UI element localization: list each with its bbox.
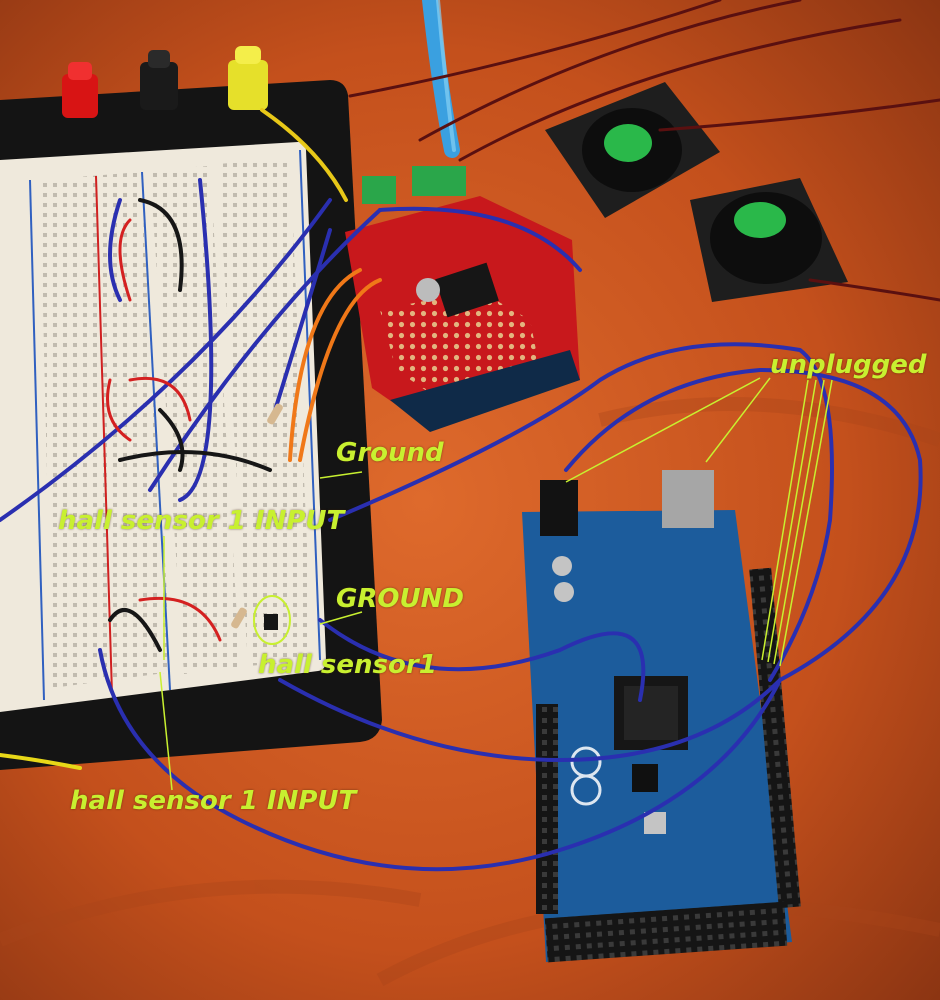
annotation-ground: Ground <box>336 438 444 468</box>
hall-sensor-component <box>253 595 291 645</box>
annotation-hall-sensor-input-bottom: hall sensor 1 INPUT <box>70 786 357 816</box>
breadboard <box>0 142 326 712</box>
jumper-wires <box>0 0 940 872</box>
annotation-pointer-lines <box>159 377 833 791</box>
binding-posts <box>62 46 268 118</box>
resistors <box>231 403 283 629</box>
annotation-hall-sensor: hall sensor1 <box>258 650 437 680</box>
annotation-ground-caps: GROUND <box>336 584 464 614</box>
annotation-unplugged: unplugged <box>770 350 927 380</box>
annotation-hall-sensor-input-top: hall sensor 1 INPUT <box>58 506 345 536</box>
arduino-mega-board <box>522 470 801 963</box>
cooling-fan-right <box>690 178 848 302</box>
motor-driver-shield <box>345 166 580 432</box>
cooling-fan-left <box>545 82 720 218</box>
